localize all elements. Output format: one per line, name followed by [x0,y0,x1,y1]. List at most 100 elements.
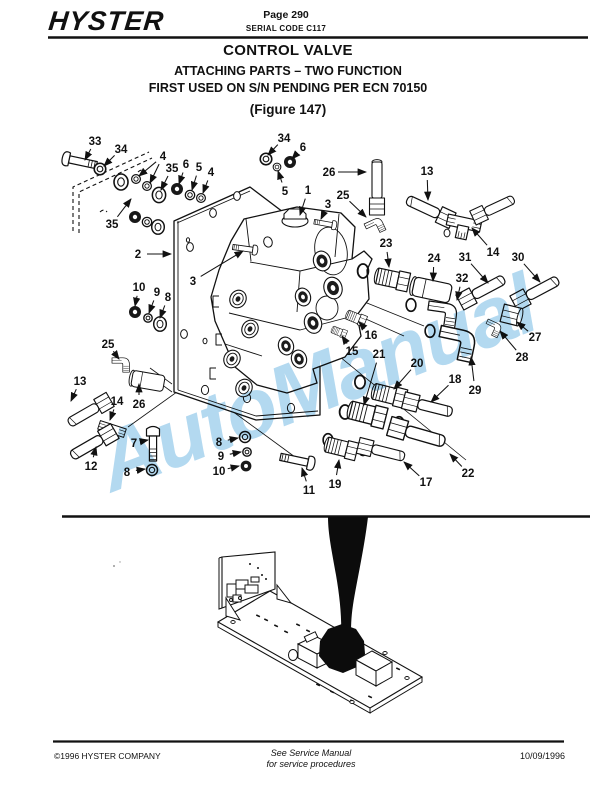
callout-label: 19 [329,479,342,491]
valve-ports [263,236,343,369]
callout-label: 5 [196,162,203,174]
fittings-bottom-right [322,374,455,466]
page-subtitle: ATTACHING PARTS – TWO FUNCTION [174,64,402,78]
callout-leader [267,144,279,156]
callout-leader [135,466,147,474]
exploded-view: 3334435654346512625313233510982324311430… [60,133,563,497]
fittings-top [363,159,518,243]
callout-label: 27 [529,332,542,344]
hose-30 [509,271,563,312]
valve-body [209,206,373,398]
callout-leader [470,263,489,284]
callout-label: 6 [183,159,189,171]
callout-label: 3 [325,199,331,211]
callout-label: 10 [213,466,226,478]
callout-label: 17 [420,477,433,489]
footer-note-line1: See Service Manual [270,748,352,758]
callout-label: 13 [74,376,87,388]
callout-label: 34 [115,144,128,156]
callout-label: 1 [305,185,312,197]
callout-label: 35 [166,163,179,175]
page-number: Page 290 [263,9,309,21]
bolt-11 [278,449,317,472]
callout-leader [471,227,488,246]
callout-leader [277,170,285,183]
callout-leader [116,198,132,218]
callout-leader [109,409,117,421]
cylinder-26b [127,369,166,393]
callout-leader [299,198,307,216]
fitting-26 [368,159,386,216]
callout-label: 11 [303,485,316,497]
hose-22 [385,415,448,452]
callout-label: 10 [133,282,146,294]
callout-leader [160,175,169,191]
bracket-holes [230,620,410,704]
callout-leader [468,355,476,382]
bracket-block [354,650,394,687]
callout-leader [393,369,412,390]
page-subtitle-2: FIRST USED ON S/N PENDING PER ECN 70150 [148,81,428,95]
bolt-7 [145,425,161,462]
callout-leader [148,300,156,314]
callout-leader [138,161,157,177]
hose-13b [469,191,518,226]
callout-label: 4 [160,151,167,163]
page-title-block: CONTROL VALVE ATTACHING PARTS – TWO FUNC… [0,42,576,117]
valve-ears [209,295,222,380]
callout-leader [111,350,120,360]
callout-label: 6 [300,142,306,154]
callout-leader [149,163,160,184]
callout-leader [229,450,243,458]
callout-leader [190,175,198,192]
callout-leader [320,209,328,220]
callout-label: 4 [208,167,215,179]
callout-leader [349,200,367,218]
hose-17 [355,436,407,466]
callout-label: 13 [421,166,434,178]
callout-label: 8 [124,467,131,479]
callout-label: 3 [190,276,196,288]
callout-label: 18 [449,374,462,386]
footer-note: See Service Manual for service procedure… [0,748,612,770]
figure-label: (Figure 147) [249,102,327,117]
callout-leader [70,388,78,402]
callout-leader [227,464,241,472]
callout-label: 9 [218,451,224,463]
callout-label: 34 [278,133,291,145]
callout-label: 32 [456,273,469,285]
cylinder-24 [407,275,454,304]
callout-label: 20 [411,358,424,370]
hose-12 [66,423,120,464]
callout-label: 2 [135,249,141,261]
callout-label: 33 [89,136,102,148]
callout-leader [178,172,186,185]
callout-label: 29 [469,385,482,397]
callout-leader [334,458,342,476]
bolt-33 [60,150,99,173]
callout-label: 9 [154,287,160,299]
fitting-21 [344,398,389,430]
callout-leader [516,321,529,332]
callout-label: 7 [131,438,137,450]
callout-label: 14 [487,247,500,259]
elbow-25b [111,357,130,373]
callout-leader [341,335,350,346]
fitting-23 [372,265,412,293]
callout-label: 28 [516,352,529,364]
fitting-19 [322,434,360,462]
callout-leader [84,148,93,161]
callout-leader [358,321,368,331]
callout-label: 24 [428,253,441,265]
callout-leader [523,263,541,283]
callout-label: 26 [323,167,336,179]
callout-label: 25 [337,190,350,202]
footer-note-line2: for service procedures [266,759,356,769]
callout-label: 16 [365,330,378,342]
callout-leader [499,330,517,351]
callout-leader [403,461,420,477]
elbow-29 [434,324,478,364]
